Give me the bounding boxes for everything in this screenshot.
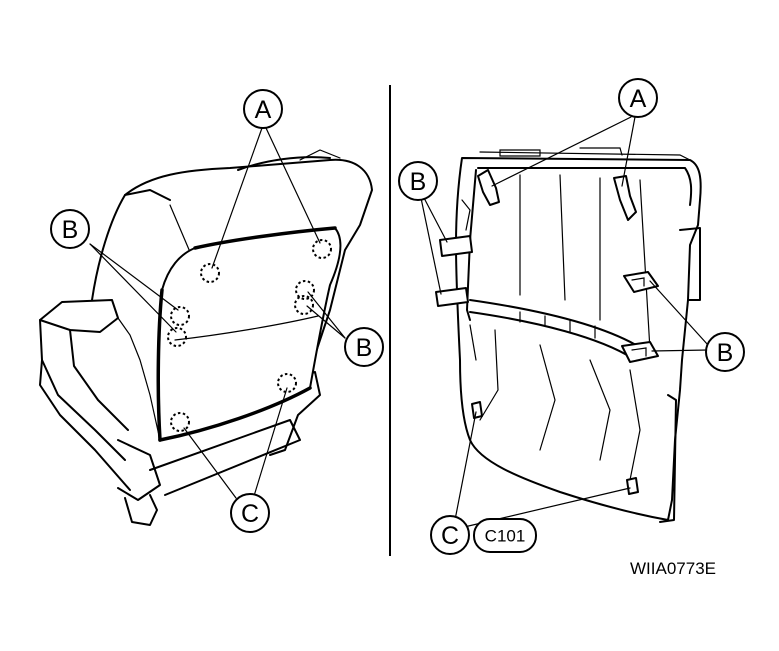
clip-b-left-upper xyxy=(439,235,473,257)
clip-c-right-mark xyxy=(277,373,297,393)
callout-b-right-right: B xyxy=(705,332,745,372)
left-seat-illustration xyxy=(39,149,373,526)
callout-c-left: C xyxy=(230,493,270,533)
clip-b-right-upper-mark xyxy=(295,280,315,300)
svg-text:B: B xyxy=(62,216,79,244)
clip-c-right xyxy=(626,477,639,495)
svg-text:A: A xyxy=(255,96,272,124)
view-code-badge: C101 xyxy=(473,518,537,553)
figure-code: WIIA0773E xyxy=(630,559,716,578)
clip-b-right-lower-mark xyxy=(294,295,314,315)
left-leader-lines xyxy=(89,127,346,499)
clip-b-right-lower xyxy=(621,341,659,363)
callout-a-right: A xyxy=(618,78,658,118)
svg-text:B: B xyxy=(717,339,734,367)
svg-text:B: B xyxy=(356,334,373,362)
svg-text:C: C xyxy=(441,522,459,550)
svg-text:B: B xyxy=(410,168,427,196)
callout-b-right-left: B xyxy=(398,161,438,201)
clip-c-left-mark xyxy=(170,412,190,432)
clip-b-right-upper xyxy=(623,271,659,293)
clip-b-left-lower-mark xyxy=(167,327,187,347)
clip-a-right-mark xyxy=(312,239,332,259)
clip-b-left-upper-mark xyxy=(170,306,190,326)
callout-c-right: C xyxy=(430,515,470,555)
clip-a-right xyxy=(613,175,637,221)
clip-b-left-lower xyxy=(435,287,469,307)
clip-c-left xyxy=(471,401,483,419)
callout-a-left: A xyxy=(243,89,283,129)
right-trim-board-illustration xyxy=(435,147,702,523)
clip-a-left xyxy=(477,169,500,206)
callout-b-left-top: B xyxy=(50,209,90,249)
clip-a-left-mark xyxy=(200,263,220,283)
svg-text:C: C xyxy=(241,500,259,528)
callout-b-left-right: B xyxy=(344,327,384,367)
view-code-label: C101 xyxy=(485,527,526,546)
svg-text:A: A xyxy=(630,85,647,113)
